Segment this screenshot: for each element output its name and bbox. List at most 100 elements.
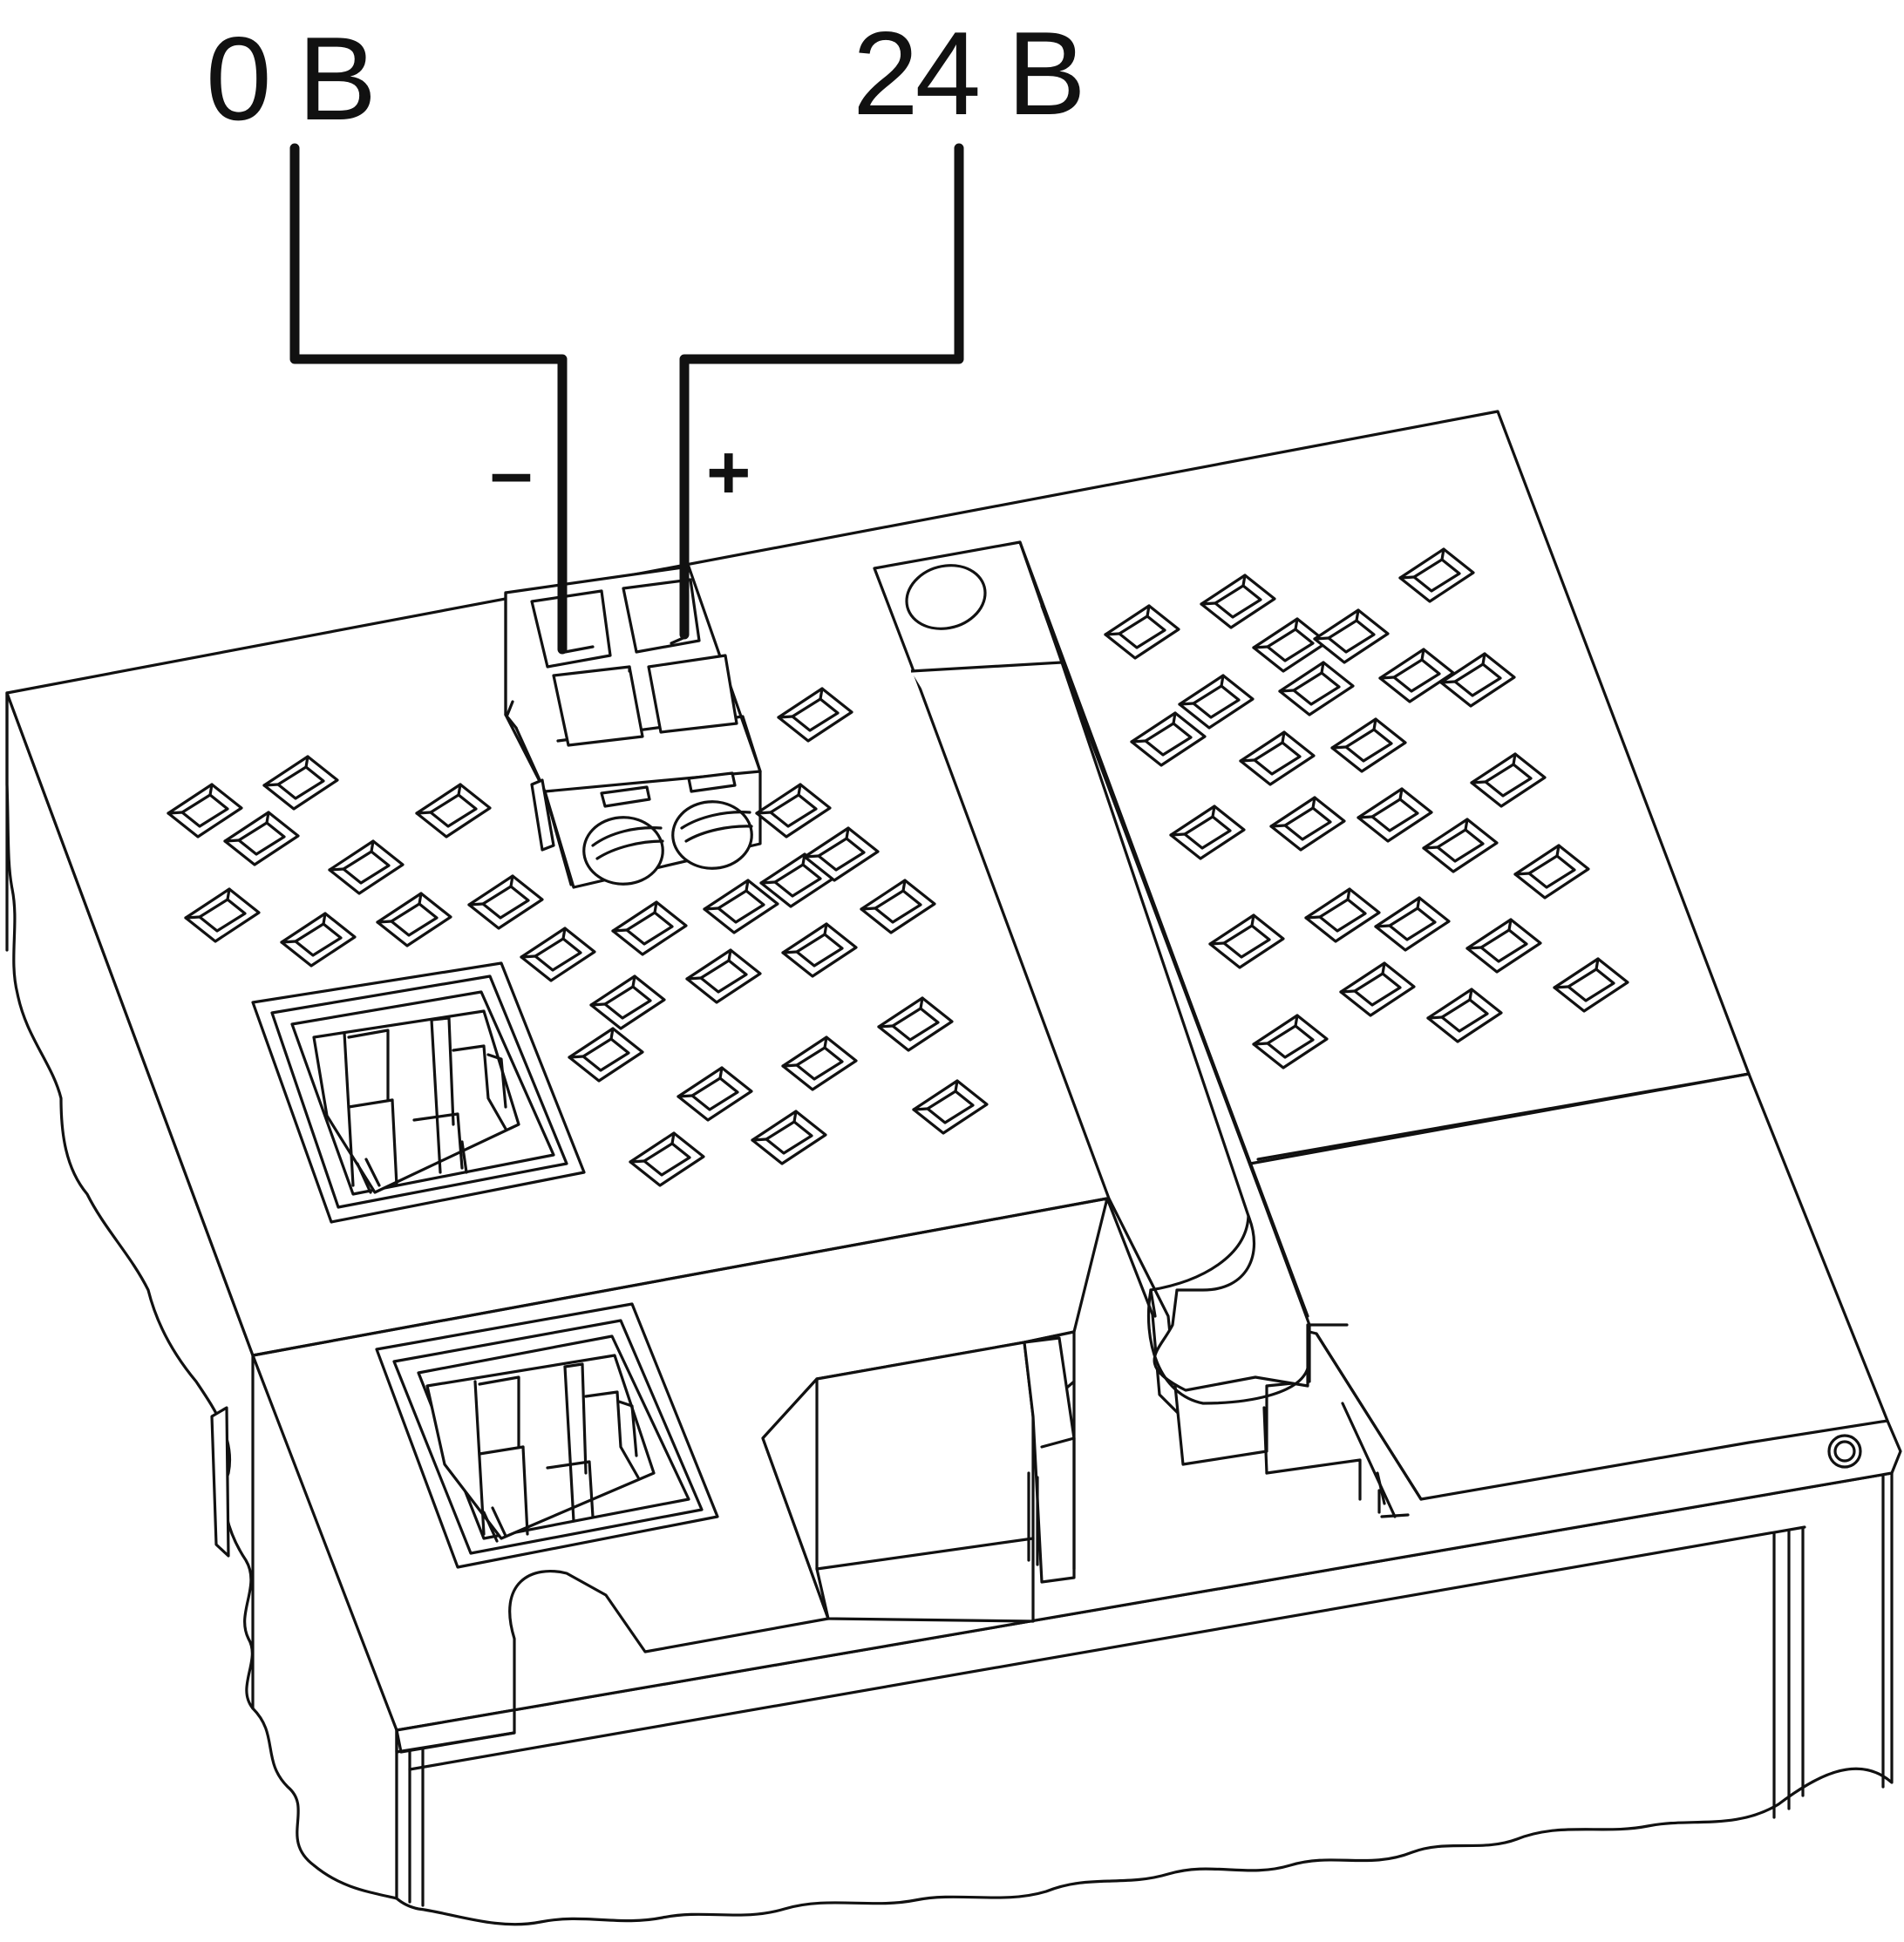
vent-slot-edge <box>322 912 327 926</box>
vent-slot-edge <box>1294 617 1299 631</box>
vent-slot-edge <box>653 900 658 914</box>
vent-slot-edge <box>226 887 231 901</box>
vent-slot-edge <box>1346 887 1351 901</box>
vent-slot-edge <box>1481 652 1486 666</box>
vent-slot-edge <box>265 811 270 825</box>
vent-slot-edge <box>1416 896 1421 910</box>
vent-slot <box>1330 717 1407 773</box>
vent-slot-inner <box>1118 615 1166 649</box>
vent-slot-edge <box>1339 989 1357 994</box>
vent-slot-edge <box>755 811 772 815</box>
vent-slot-edge <box>792 1110 798 1124</box>
vent-slot-edge <box>751 1137 768 1142</box>
vent-slot-edge <box>1355 608 1360 622</box>
vent-slot <box>1200 574 1276 629</box>
vent-slot <box>280 912 357 968</box>
center-rail <box>873 540 1362 1501</box>
vent-slot-edge <box>376 920 393 924</box>
vent-slot-inner <box>390 902 439 937</box>
vent-slot-edge <box>1208 941 1226 946</box>
vent-slot <box>685 948 762 1004</box>
vent-slot <box>328 839 405 895</box>
vent-slot-edge <box>1250 913 1255 927</box>
vent-slot <box>167 783 243 839</box>
vent-slot-edge <box>568 1055 585 1059</box>
vent-slot-edge <box>611 928 629 933</box>
vent-slot <box>1422 818 1499 873</box>
vent-slot <box>1239 730 1316 786</box>
vent-slot-edge <box>677 1094 694 1098</box>
power-wires <box>289 143 964 655</box>
vent-slot-inner <box>429 793 478 828</box>
vent-slot <box>781 922 858 978</box>
vent-slot <box>1439 652 1516 708</box>
vent-slot <box>223 811 300 866</box>
vent-slot-inner <box>237 821 286 856</box>
vent-slot-edge <box>1330 745 1348 750</box>
vent-slot-edge <box>1294 1014 1299 1028</box>
vent-slot-edge <box>819 687 824 701</box>
vent-slot-edge <box>1200 601 1217 606</box>
vent-slot-inner <box>625 911 674 946</box>
vent-slot-edge <box>370 839 375 853</box>
vent-slot-edge <box>280 940 297 944</box>
vent-slot-edge <box>1470 780 1487 784</box>
housing-front-face <box>395 1471 1894 1926</box>
vent-slot-inner <box>1344 728 1393 763</box>
vent-slot-inner <box>874 889 922 924</box>
vent-slot-edge <box>1513 872 1531 876</box>
vent-slot-inner <box>1214 584 1262 619</box>
vent-slot-edge <box>1169 832 1187 837</box>
vent-slot-edge <box>1130 739 1147 744</box>
vent-slot <box>1426 988 1503 1043</box>
vent-slot-edge <box>184 915 201 920</box>
vent-slot-edge <box>629 1159 646 1164</box>
vent-slot-edge <box>823 1036 828 1049</box>
vent-slot-edge <box>954 1079 959 1093</box>
vent-slot <box>755 783 832 839</box>
vent-slot-edge <box>1440 547 1445 561</box>
vent-slot-edge <box>1468 988 1473 1002</box>
vent-slot-edge <box>718 1066 724 1080</box>
vent-slot-edge <box>1252 1042 1269 1046</box>
vent-slot-edge <box>1553 985 1570 989</box>
vent-slot-inner <box>1527 854 1576 889</box>
vent-slot-edge <box>1426 1015 1444 1020</box>
vent-slot-edge <box>328 867 345 872</box>
vent-slot-inner <box>891 1007 940 1042</box>
vent-slot <box>912 1079 989 1135</box>
vent-slot <box>520 927 596 982</box>
vent-slot <box>877 996 954 1052</box>
vent-slot <box>1178 674 1255 730</box>
vent-slot-inner <box>603 985 652 1020</box>
vent-slot <box>777 687 853 743</box>
vent-slot-edge <box>1398 787 1404 801</box>
vent-slot <box>376 892 452 947</box>
label-24v: 24 B <box>853 7 1083 139</box>
vent-slot-inner <box>1222 924 1271 959</box>
vent-slot-edge <box>670 1131 676 1145</box>
vent-slot-edge <box>609 1027 615 1041</box>
vent-slot-inner <box>699 959 748 994</box>
vent-slot-inner <box>1266 1024 1315 1059</box>
vent-slot-inner <box>1436 828 1485 863</box>
vent-slot-edge <box>1398 575 1416 580</box>
vent-slot-inner <box>717 889 765 924</box>
label-minus: – <box>490 429 533 515</box>
vent-slot-inner <box>198 898 247 933</box>
vent-slot-inner <box>1484 763 1533 798</box>
vent-slot-edge <box>418 892 423 906</box>
vent-slot <box>1278 661 1355 716</box>
vent-slot-edge <box>912 1107 929 1111</box>
vent-slot-inner <box>1283 806 1332 841</box>
vent-slot-edge <box>1172 711 1177 725</box>
vent-slot-inner <box>1388 906 1437 941</box>
vent-slot-edge <box>877 1024 894 1029</box>
vent-slot-inner <box>534 937 582 972</box>
vent-slot <box>1553 957 1629 1013</box>
vent-slot-edge <box>223 839 241 843</box>
vent-slot-inner <box>1183 815 1232 850</box>
vent-slot-edge <box>797 783 802 797</box>
rj45-port-icon <box>251 961 586 1224</box>
